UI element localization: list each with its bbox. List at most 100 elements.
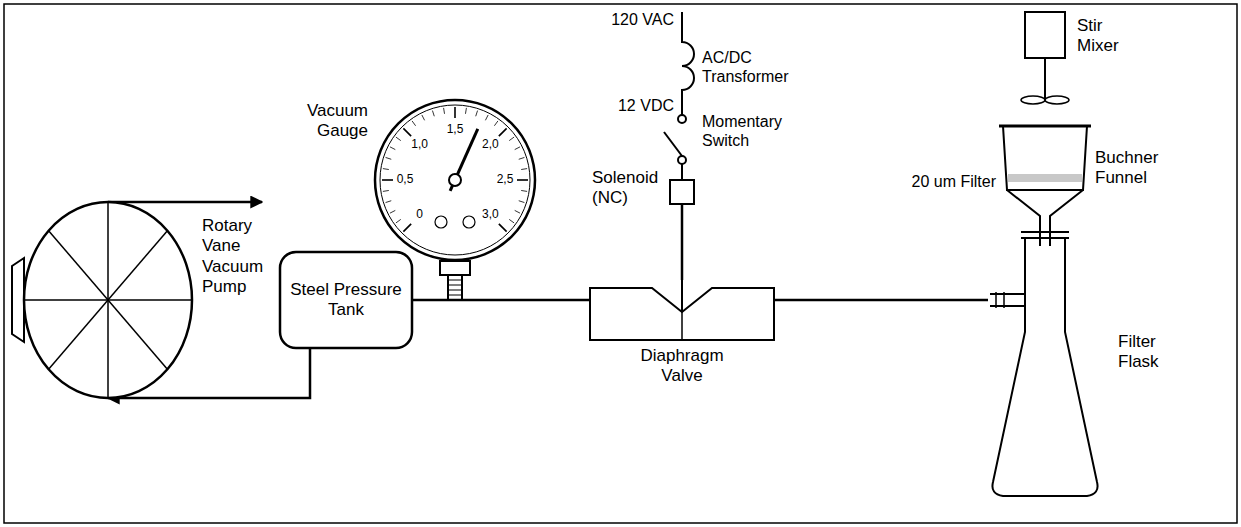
- gauge-tick: [403, 224, 411, 232]
- gauge-tick: [412, 121, 416, 126]
- pump-vane: [49, 231, 168, 370]
- gauge-tick: [432, 111, 434, 117]
- gauge-tick: [515, 147, 520, 150]
- mixer-label: Stir Mixer: [1077, 16, 1137, 57]
- gauge-nut: [440, 261, 470, 275]
- gauge-tick: [509, 137, 514, 141]
- solenoid-body: [670, 180, 694, 204]
- gauge-tick: [386, 201, 392, 203]
- mixer-propeller: [1021, 96, 1045, 104]
- pipe-connector: [681, 204, 684, 280]
- gauge-tick: [476, 111, 478, 117]
- funnel-stem: [1007, 190, 1083, 246]
- gauge-tick: [383, 168, 389, 170]
- gauge-tick: [519, 157, 525, 159]
- vacuum-gauge: Vacuum Gauge: [300, 95, 540, 300]
- pressure-tank: Steel Pressure Tank: [280, 252, 412, 348]
- gauge-tick: [509, 219, 514, 223]
- gauge-tick: [443, 108, 445, 114]
- frame-border: [4, 4, 1237, 523]
- mixer-motor: [1025, 12, 1065, 58]
- gauge-tick: [499, 128, 507, 136]
- filter-flask: Filter Flask: [988, 232, 1178, 504]
- pipe-connector: [412, 299, 590, 302]
- gauge-tick: [403, 128, 411, 136]
- gauge-hub: [449, 174, 461, 186]
- gauge-rim: [375, 100, 535, 260]
- funnel-rim: [999, 125, 1091, 128]
- gauge-tick: [519, 201, 525, 203]
- mixer-propeller: [1045, 96, 1069, 104]
- funnel-cup: [1003, 126, 1087, 190]
- gauge-tick: [396, 219, 401, 223]
- gauge-scale-number: 1,5: [439, 122, 471, 136]
- transformer-label: AC/DC Transformer: [702, 48, 802, 86]
- gauge-screw: [435, 216, 447, 228]
- gauge-scale-number: 2,5: [489, 172, 521, 186]
- gauge-tick: [465, 108, 467, 114]
- valve-label: Diaphragm Valve: [632, 346, 732, 387]
- gauge-tick: [382, 179, 393, 181]
- mixer-shaft: [1044, 58, 1046, 100]
- switch-label: Momentary Switch: [702, 112, 802, 150]
- filter-label: 20 um Filter: [900, 172, 996, 191]
- funnel-label: Buchner Funnel: [1095, 148, 1170, 189]
- flask-lip: [1021, 232, 1069, 238]
- gauge-tick: [517, 179, 528, 181]
- tank-label: Steel Pressure Tank: [288, 280, 404, 321]
- gauge-tick: [499, 224, 507, 232]
- diaphragm-valve: Diaphragm Valve: [590, 280, 774, 386]
- pipe-connector: [774, 299, 988, 302]
- buchner-funnel: Buchner Funnel: [995, 118, 1175, 248]
- gauge-tick: [396, 137, 401, 141]
- voltage-label: 12 VDC: [600, 96, 674, 115]
- gauge-tick: [390, 210, 395, 213]
- gauge-screw: [463, 216, 475, 228]
- voltage-label: 120 VAC: [600, 10, 674, 29]
- switch-wire: [681, 164, 683, 180]
- valve-divider: [681, 312, 683, 340]
- gauge-tick: [521, 190, 527, 192]
- valve-stem: [681, 280, 683, 312]
- gauge-scale-number: 0: [404, 207, 436, 221]
- flask-label: Filter Flask: [1118, 332, 1178, 373]
- pump-label: Rotary Vane Vacuum Pump: [202, 216, 274, 298]
- transformer-coil-wire: [682, 12, 694, 115]
- switch-terminal: [678, 115, 686, 123]
- gauge-tick: [494, 121, 498, 126]
- switch-terminal: [678, 156, 686, 164]
- switch-lever: [664, 132, 682, 156]
- solenoid-box: Solenoid (NC): [592, 168, 694, 212]
- pump-mount: [12, 258, 24, 342]
- gauge-thread: [448, 290, 462, 291]
- pump-housing: [24, 202, 192, 398]
- gauge-thread: [448, 285, 462, 286]
- vacuum-pump: Rotary Vane Vacuum Pump: [12, 200, 274, 400]
- buchner-funnel-shape: [995, 118, 1175, 248]
- gauge-scale-number: 1,0: [404, 137, 436, 151]
- gauge-tick: [454, 107, 456, 118]
- gauge-tick: [521, 168, 527, 170]
- exhaust-arrow: [108, 201, 262, 204]
- filter-paper: [1008, 174, 1082, 182]
- gauge-tick: [383, 190, 389, 192]
- gauge-scale-number: 0,5: [389, 172, 421, 186]
- gauge-tick: [386, 157, 392, 159]
- gauge-thread: [448, 295, 462, 296]
- gauge-face: [380, 105, 530, 255]
- gauge-label: Vacuum Gauge: [300, 101, 368, 142]
- gauge-tick: [390, 147, 395, 150]
- gauge-tick: [422, 115, 425, 120]
- flask-body: [992, 238, 1097, 496]
- gauge-tick: [515, 210, 520, 213]
- gauge-scale-number: 2,0: [474, 137, 506, 151]
- tank-outline: [280, 252, 412, 348]
- gauge-stem: [448, 275, 462, 300]
- stir-mixer: Stir Mixer: [1025, 12, 1165, 62]
- hose-barb: [996, 292, 1004, 308]
- gauge-thread: [448, 280, 462, 281]
- solenoid-label: Solenoid (NC): [592, 168, 666, 209]
- gauge-tick: [485, 115, 488, 120]
- gauge-scale-number: 3,0: [474, 207, 506, 221]
